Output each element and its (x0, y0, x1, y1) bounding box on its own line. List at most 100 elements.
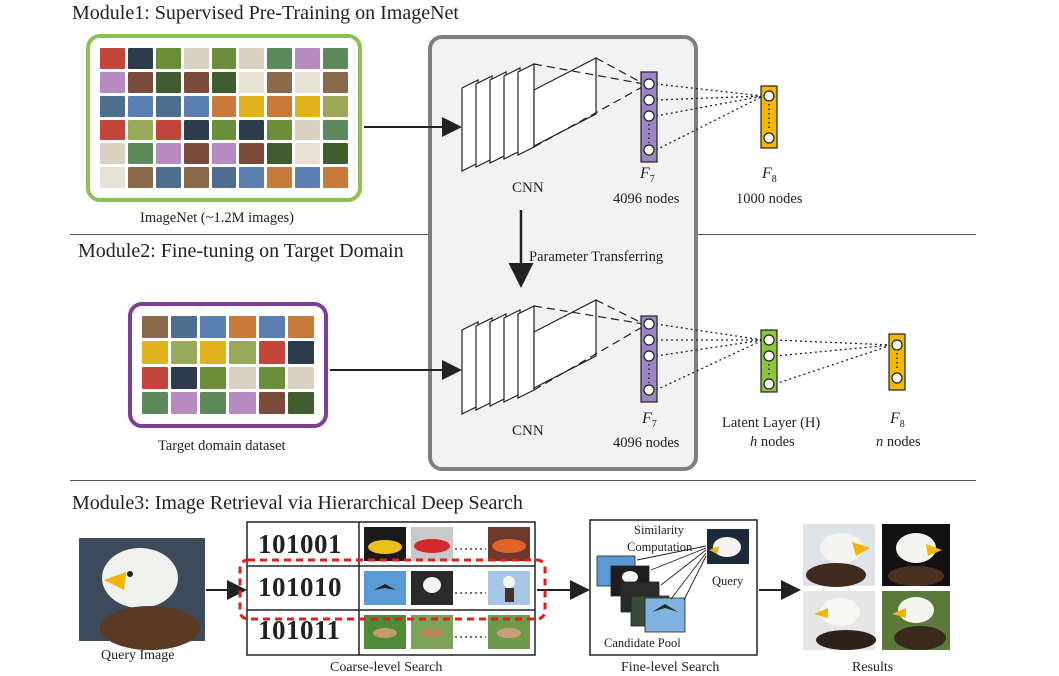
f8-label-module1: F8 (762, 165, 777, 185)
f8-label-sub: 8 (771, 174, 777, 186)
coarse-search-caption: Coarse-level Search (330, 660, 443, 675)
dataset-thumbnail (142, 341, 169, 364)
connections-f7-to-f8-module1 (655, 83, 764, 151)
cnn-stack-1 (461, 57, 645, 172)
dataset-thumbnail (258, 366, 285, 389)
dataset-thumbnail (127, 71, 153, 93)
dataset-thumbnail (229, 366, 256, 389)
dataset-thumbnail (200, 316, 227, 339)
dataset-thumbnail (127, 48, 153, 69)
dataset-thumbnail (200, 366, 227, 389)
dataset-thumbnail (142, 366, 169, 389)
dataset-thumbnail (171, 341, 198, 364)
dataset-thumbnail (183, 48, 209, 69)
dataset-thumbnail (323, 119, 348, 141)
module2-title: Module2: Fine-tuning on Target Domain (78, 240, 404, 262)
module3-title: Module3: Image Retrieval via Hierarchica… (72, 492, 523, 514)
target-domain-image-grid (128, 302, 328, 428)
dataset-thumbnail (183, 71, 209, 93)
dataset-thumbnail (239, 143, 265, 165)
dataset-thumbnail (295, 48, 321, 69)
dataset-thumbnail (323, 95, 348, 117)
hash-code-3: 101011 (258, 615, 341, 645)
dataset-thumbnail (258, 391, 285, 414)
dataset-thumbnail (211, 119, 237, 141)
cnn-stack-2 (461, 299, 645, 415)
f7-label-text-m2: F (642, 410, 652, 427)
dataset-thumbnail (155, 143, 181, 165)
dataset-thumbnail (287, 316, 314, 339)
dataset-thumbnail (287, 366, 314, 389)
dataset-thumbnail (287, 391, 314, 414)
dataset-thumbnail (258, 341, 285, 364)
similarity-label-2: Computation (627, 540, 693, 554)
selected-bucket-highlight (238, 558, 547, 621)
dataset-thumbnail (267, 167, 293, 188)
dataset-thumbnail (239, 167, 265, 188)
dataset-thumbnail (183, 95, 209, 117)
imagenet-image-grid (86, 34, 362, 202)
connections-latent-to-f8 (774, 339, 893, 385)
latent-layer (760, 329, 778, 393)
dataset-thumbnail (100, 95, 125, 117)
dataset-thumbnail (171, 316, 198, 339)
dataset-thumbnail (155, 71, 181, 93)
dataset-thumbnail (127, 95, 153, 117)
dataset-thumbnail (100, 48, 125, 69)
dataset-thumbnail (295, 119, 321, 141)
query-image-caption: Query Image (101, 648, 175, 663)
dataset-thumbnail (200, 391, 227, 414)
divider-module2-module3 (70, 480, 976, 481)
dataset-thumbnail (323, 167, 348, 188)
fine-search-caption: Fine-level Search (621, 660, 720, 675)
dataset-thumbnail (323, 143, 348, 165)
f8-layer-module1 (760, 85, 778, 149)
f8-layer-module2 (888, 333, 906, 391)
f8-label-sub-m2: 8 (899, 419, 905, 431)
hash-code-1: 101001 (258, 529, 342, 559)
f8-label-module2: F8 (890, 410, 905, 430)
dataset-thumbnail (287, 341, 314, 364)
dataset-thumbnail (171, 391, 198, 414)
f8-nodes-module2: n nodes (876, 434, 921, 451)
f7-layer-module1 (640, 71, 658, 163)
coarse-search-table (246, 521, 536, 656)
dataset-thumbnail (323, 48, 348, 69)
f7-nodes-module1: 4096 nodes (613, 191, 680, 207)
results-caption: Results (852, 660, 894, 675)
similarity-label-1: Similarity (634, 523, 684, 537)
dataset-thumbnail (295, 71, 321, 93)
dataset-thumbnail (267, 71, 293, 93)
dataset-thumbnail (183, 167, 209, 188)
target-domain-caption: Target domain dataset (158, 438, 286, 454)
query-image (79, 538, 205, 650)
dataset-thumbnail (127, 143, 153, 165)
results-grid (803, 524, 950, 650)
dataset-thumbnail (295, 167, 321, 188)
latent-nodes-text: nodes (757, 434, 795, 450)
dataset-thumbnail (239, 71, 265, 93)
fine-search-box (589, 519, 758, 656)
dataset-thumbnail (267, 143, 293, 165)
f7-label-text: F (640, 165, 650, 182)
f8-nodes-var: n (876, 434, 884, 450)
f7-nodes-module2: 4096 nodes (613, 435, 680, 451)
fine-query-label: Query (712, 574, 744, 588)
dataset-thumbnail (239, 48, 265, 69)
f8-nodes-text: nodes (883, 434, 921, 450)
dataset-thumbnail (229, 341, 256, 364)
hash-code-2: 101010 (258, 572, 342, 602)
latent-nodes-label: h nodes (750, 434, 795, 451)
dataset-thumbnail (155, 48, 181, 69)
imagenet-caption: ImageNet (~1.2M images) (140, 210, 295, 226)
f8-label-text-m2: F (890, 410, 900, 427)
dataset-thumbnail (267, 95, 293, 117)
dataset-thumbnail (127, 119, 153, 141)
dataset-thumbnail (142, 391, 169, 414)
dataset-thumbnail (211, 71, 237, 93)
dataset-thumbnail (323, 71, 348, 93)
connections-f7-to-latent (655, 323, 764, 391)
f7-layer-module2 (640, 315, 658, 403)
dataset-thumbnail (127, 167, 153, 188)
dataset-thumbnail (100, 71, 125, 93)
